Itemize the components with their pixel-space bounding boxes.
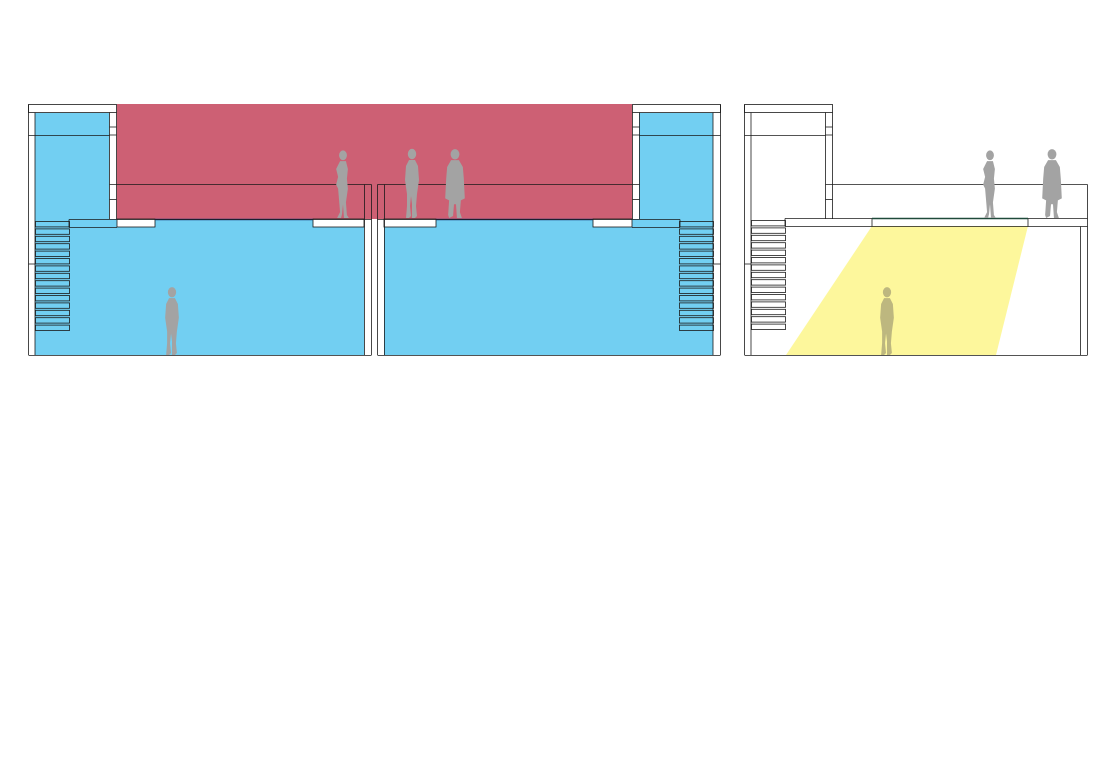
stair-tread	[679, 272, 714, 280]
stair-tread	[751, 301, 786, 308]
stair-tread	[751, 316, 786, 323]
blue-tower-right	[639, 113, 713, 220]
stair-tread	[679, 221, 714, 228]
stair-tread	[679, 317, 714, 324]
stair-tread	[35, 228, 70, 235]
stair-tread	[751, 242, 786, 249]
stair-tread	[751, 286, 786, 293]
light-beam	[786, 226, 1028, 355]
stair-tread	[35, 272, 70, 280]
slab-opening	[383, 218, 437, 228]
stair-right	[679, 221, 714, 331]
stair-tread	[751, 249, 786, 256]
stair-right-section	[751, 220, 786, 330]
stair-tread	[679, 235, 714, 243]
stair-tread	[35, 235, 70, 243]
stair-tread	[35, 317, 70, 324]
stair-tread	[35, 309, 70, 317]
blue-lower-right	[384, 219, 713, 355]
stair-tread	[751, 234, 786, 242]
stair-tread	[679, 295, 714, 302]
slab-opening	[312, 218, 365, 228]
stair-tread	[35, 258, 70, 265]
blue-lower-left	[35, 219, 364, 355]
blue-tower-left	[35, 113, 109, 220]
stair-tread	[35, 280, 70, 287]
person-figure	[983, 150, 996, 218]
stair-tread	[35, 221, 70, 228]
stair-tread	[751, 264, 786, 271]
red-volume	[117, 104, 632, 219]
slab-opening	[592, 218, 633, 228]
stair-tread	[35, 265, 70, 272]
person-figure	[1042, 149, 1062, 218]
stair-tread	[35, 302, 70, 309]
stair-tread	[35, 250, 70, 257]
right-section	[744, 104, 1088, 356]
stair-left	[35, 221, 70, 331]
stair-tread	[679, 280, 714, 287]
stair-tread	[679, 324, 714, 331]
stair-tread	[679, 250, 714, 257]
stair-tread	[679, 309, 714, 317]
stair-tread	[751, 220, 786, 227]
stair-tread	[35, 295, 70, 302]
stair-tread	[751, 227, 786, 234]
stair-tread	[751, 323, 786, 330]
stair-tread	[679, 302, 714, 309]
stair-tread	[751, 257, 786, 264]
stair-tread	[35, 243, 70, 250]
stair-tread	[35, 287, 70, 294]
stair-tread	[679, 258, 714, 265]
stair-tread	[679, 265, 714, 272]
stair-tread	[751, 279, 786, 286]
stair-tread	[679, 243, 714, 250]
left-section	[28, 104, 721, 356]
stair-tread	[679, 287, 714, 294]
slab-opening	[116, 218, 156, 228]
stair-tread	[679, 228, 714, 235]
stair-tread	[751, 308, 786, 316]
stair-tread	[35, 324, 70, 331]
stair-tread	[751, 294, 786, 301]
outline-lines	[28, 104, 721, 356]
stair-tread	[751, 271, 786, 279]
